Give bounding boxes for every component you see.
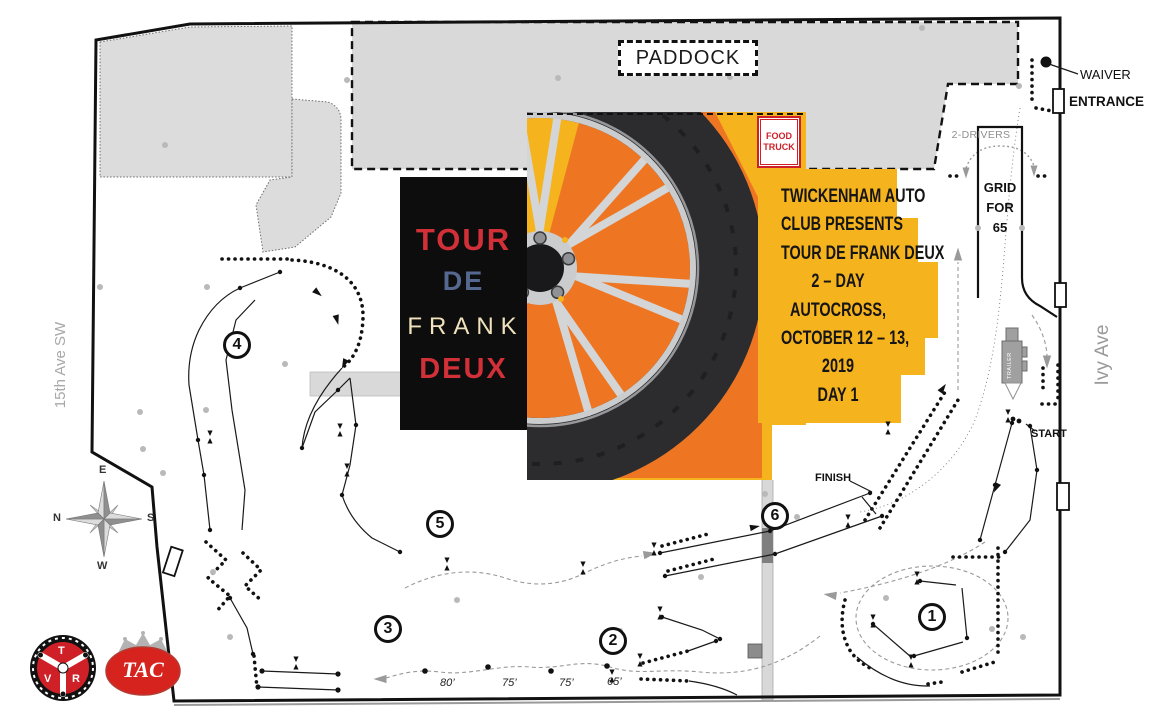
distance-80: 80’ xyxy=(440,677,455,689)
boundary-gates xyxy=(161,88,1070,578)
closed-area-northwest xyxy=(99,25,342,253)
guide-path-section1 xyxy=(839,541,986,594)
reference-dots xyxy=(97,25,1026,640)
trailer-label: TRAILER xyxy=(1007,352,1013,379)
distance-65: 65’ xyxy=(607,676,622,688)
section-marker-2: 2 xyxy=(599,627,627,655)
compass-e: E xyxy=(99,464,107,476)
compass-icon xyxy=(65,480,143,558)
section-marker-4: 4 xyxy=(223,331,251,359)
trailer-icon xyxy=(1001,327,1028,401)
section-marker-3: 3 xyxy=(374,615,402,643)
banner-line-8: DAY 1 xyxy=(817,384,859,406)
section-marker-5: 5 xyxy=(426,510,454,538)
distance-75b: 75’ xyxy=(559,677,574,689)
event-banner-text: TWICKENHAM AUTO CLUB PRESENTS TOUR DE FR… xyxy=(763,183,945,410)
section1-loop xyxy=(855,565,1009,671)
food-truck-box: FOOD TRUCK xyxy=(757,116,801,168)
compass-s: S xyxy=(147,512,155,524)
grid-pen-outline xyxy=(976,125,1058,318)
site-boundary xyxy=(90,16,1062,706)
banner-line-7: 2019 xyxy=(821,356,855,378)
banner-line-3: TOUR DE FRANK DEUX xyxy=(781,242,945,264)
paddock-label: PADDOCK xyxy=(635,46,741,69)
paddock-area xyxy=(350,20,1020,171)
waiver-dot xyxy=(1040,56,1052,68)
finish-label: FINISH xyxy=(815,472,852,484)
guide-path-grid-exit xyxy=(1031,314,1048,357)
event-poster-wheel-graphic xyxy=(527,112,806,480)
food-truck-label-1: FOOD xyxy=(766,131,792,141)
section-marker-6: 6 xyxy=(761,502,789,530)
start-label: START xyxy=(1031,428,1067,440)
street-label-west: 15th Ave SW xyxy=(52,321,69,409)
course-layer xyxy=(188,56,1079,696)
waiver-label: WAIVER xyxy=(1080,67,1131,82)
poster-word-deux: DEUX xyxy=(419,352,508,385)
entrance-label: ENTRANCE xyxy=(1069,94,1145,109)
two-drivers-arc xyxy=(965,145,1035,169)
section-marker-1: 1 xyxy=(918,603,946,631)
poster-black-panel: TOUR DE FRANK DEUX xyxy=(400,177,527,430)
grid-label: GRID FOR 65 xyxy=(983,180,1017,235)
entrance-gate xyxy=(1052,88,1065,114)
poster-word-tour: TOUR xyxy=(415,221,512,257)
street-label-east: Ivy Ave xyxy=(1092,324,1113,386)
tvr-letter-v: V xyxy=(44,673,52,685)
tvr-logo-icon xyxy=(30,635,96,701)
paddock-label-box: PADDOCK xyxy=(618,40,758,76)
cone-walls xyxy=(204,58,1062,690)
building-strip xyxy=(309,371,403,397)
queue-dotted-path xyxy=(859,107,1021,513)
guide-path-bottom xyxy=(385,635,821,679)
banner-line-5: AUTOCROSS, xyxy=(789,299,887,321)
banner-line-2: CLUB PRESENTS xyxy=(781,214,903,236)
rim-spokes xyxy=(527,113,696,417)
food-truck-label-2: TRUCK xyxy=(763,142,795,152)
road-marker-square xyxy=(747,643,763,659)
poster-word-frank: FRANK xyxy=(407,312,524,340)
road-dark-segment xyxy=(762,528,773,563)
tac-logo-icon xyxy=(105,631,181,696)
banner-line-1: TWICKENHAM AUTO xyxy=(781,186,926,207)
compass-w: W xyxy=(97,560,108,572)
banner-line-6: OCTOBER 12 – 13, xyxy=(781,328,910,350)
compass-n: N xyxy=(53,512,61,524)
tvr-letter-r: R xyxy=(72,673,80,685)
guide-path-mid xyxy=(404,555,643,589)
tac-logo-text: TAC xyxy=(122,657,164,682)
poster-word-de: DE xyxy=(442,265,485,296)
two-drivers-label: 2-DRIVERS xyxy=(951,129,1011,141)
banner-line-4: 2 – DAY xyxy=(811,271,865,293)
tvr-letter-t: T xyxy=(58,645,65,657)
course-dots xyxy=(195,56,1052,693)
event-banner-panel xyxy=(758,169,938,423)
distance-75a: 75’ xyxy=(502,677,517,689)
